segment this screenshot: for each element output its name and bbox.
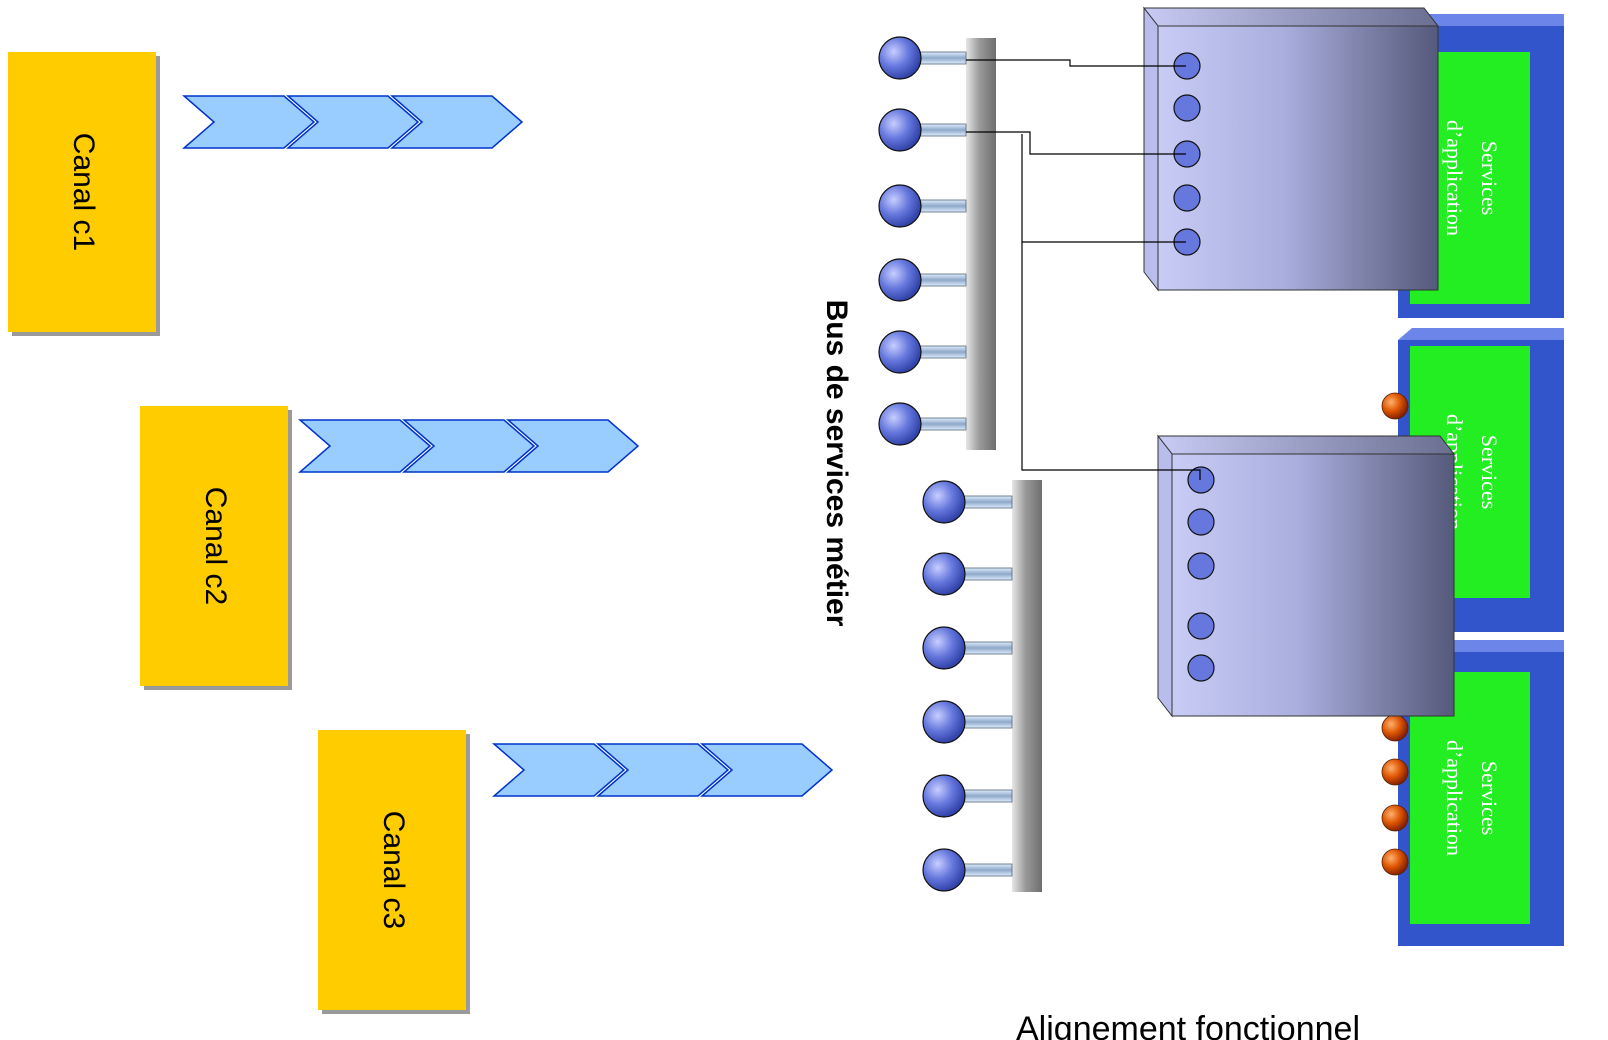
- connection-lines: [966, 59, 1201, 480]
- bus-node-stem: [961, 495, 1013, 509]
- chevron-arrow: [505, 419, 640, 473]
- bus-node: [922, 700, 1013, 744]
- bus-node-ball: [922, 700, 966, 744]
- adapter-port: [1187, 508, 1215, 536]
- app-service-top-bevel: [1398, 14, 1564, 26]
- channel-label: Canal c3: [377, 811, 410, 929]
- channel-box: [140, 406, 288, 686]
- flow-arrow-row: [491, 743, 834, 797]
- app-service-top-bevel: [1398, 328, 1564, 340]
- adapter-port: [1187, 466, 1215, 494]
- flow-arrow-row: [181, 95, 524, 149]
- connector-line: [966, 59, 1186, 67]
- bus-node: [922, 774, 1013, 818]
- adapter-port: [1173, 184, 1201, 212]
- bus-node: [878, 402, 967, 446]
- adapter-front-face: [1157, 25, 1439, 291]
- bus-node: [878, 36, 967, 80]
- bus-node-ball: [922, 480, 966, 524]
- channel-box: [8, 52, 156, 332]
- bus-node-stem: [961, 789, 1013, 803]
- orange-connector-node: [1381, 804, 1409, 832]
- adapter-top-face: [1142, 7, 1440, 27]
- bus-node-ball: [878, 330, 922, 374]
- bus-node-ball: [922, 774, 966, 818]
- bus-node-ball: [922, 848, 966, 892]
- bus-bar-lower: [1012, 480, 1042, 892]
- bus-node: [878, 330, 967, 374]
- app-service-line2: d’application: [1442, 740, 1467, 856]
- bus-bar-upper: [966, 38, 996, 450]
- bus-node: [922, 626, 1013, 670]
- app-service-line1: Services: [1477, 141, 1502, 216]
- chevron-arrow: [297, 419, 432, 473]
- app-service-line2: d’application: [1442, 120, 1467, 236]
- bus-node-stem: [917, 417, 967, 431]
- bus-node-stem: [917, 273, 967, 287]
- orange-connector-node: [1381, 392, 1409, 420]
- flow-arrows: [181, 95, 834, 797]
- bus-node-stem: [961, 863, 1013, 877]
- bus-nodes-lower: [922, 480, 1013, 892]
- channel-c1: Canal c1: [8, 52, 160, 336]
- app-service-line1: Services: [1477, 435, 1502, 510]
- bus-node-ball: [922, 552, 966, 596]
- bus-node-stem: [961, 567, 1013, 581]
- connector-line: [966, 131, 1186, 155]
- bus-node-ball: [878, 36, 922, 80]
- adapter-front-face: [1171, 453, 1455, 717]
- bus-node-ball: [878, 184, 922, 228]
- orange-connector-node: [1381, 714, 1409, 742]
- channel-label: Canal c2: [199, 487, 232, 605]
- connector-line: [1021, 242, 1201, 480]
- channel-c2: Canal c2: [140, 406, 292, 690]
- adapter-port: [1187, 552, 1215, 580]
- bus-node-ball: [922, 626, 966, 670]
- app-connector-nodes: [1381, 392, 1409, 876]
- chevron-arrow: [389, 95, 524, 149]
- adapter-side-face: [1157, 434, 1173, 718]
- chevron-arrow: [181, 95, 316, 149]
- bus-node: [878, 184, 967, 228]
- bus-node-stem: [917, 345, 967, 359]
- app-service-line1: Services: [1477, 761, 1502, 836]
- channel-box: [318, 730, 466, 1010]
- adapter-block-upper: [1142, 6, 1440, 292]
- bus-node-stem: [961, 715, 1013, 729]
- bus-label: Bus de services métier: [820, 300, 853, 627]
- bus-node: [878, 108, 967, 152]
- adapter-port: [1187, 612, 1215, 640]
- flow-arrow-row: [297, 419, 640, 473]
- adapter-top-face: [1156, 435, 1456, 455]
- bus-node: [922, 848, 1013, 892]
- bus-node: [922, 552, 1013, 596]
- chevron-arrow: [285, 95, 420, 149]
- bus-node-stem: [961, 641, 1013, 655]
- channel-c3: Canal c3: [318, 730, 470, 1014]
- channel-label: Canal c1: [67, 133, 100, 251]
- chevron-arrow: [595, 743, 730, 797]
- adapter-block-lower: [1156, 434, 1456, 718]
- bus-node-ball: [878, 258, 922, 302]
- chevron-arrow: [401, 419, 536, 473]
- bus-node-ball: [878, 108, 922, 152]
- orange-connector-node: [1381, 848, 1409, 876]
- bus-node: [878, 258, 967, 302]
- bus-node: [922, 480, 1013, 524]
- caption: Alignement fonctionnel: [1016, 1010, 1360, 1040]
- bus-nodes-upper: [878, 36, 967, 446]
- bus-node-stem: [917, 51, 967, 65]
- bus-node-stem: [917, 199, 967, 213]
- bus-node-stem: [917, 123, 967, 137]
- chevron-arrow: [491, 743, 626, 797]
- orange-connector-node: [1381, 758, 1409, 786]
- adapter-port: [1173, 94, 1201, 122]
- chevron-arrow: [699, 743, 834, 797]
- bus-node-ball: [878, 402, 922, 446]
- adapter-port: [1187, 654, 1215, 682]
- adapter-side-face: [1143, 6, 1159, 292]
